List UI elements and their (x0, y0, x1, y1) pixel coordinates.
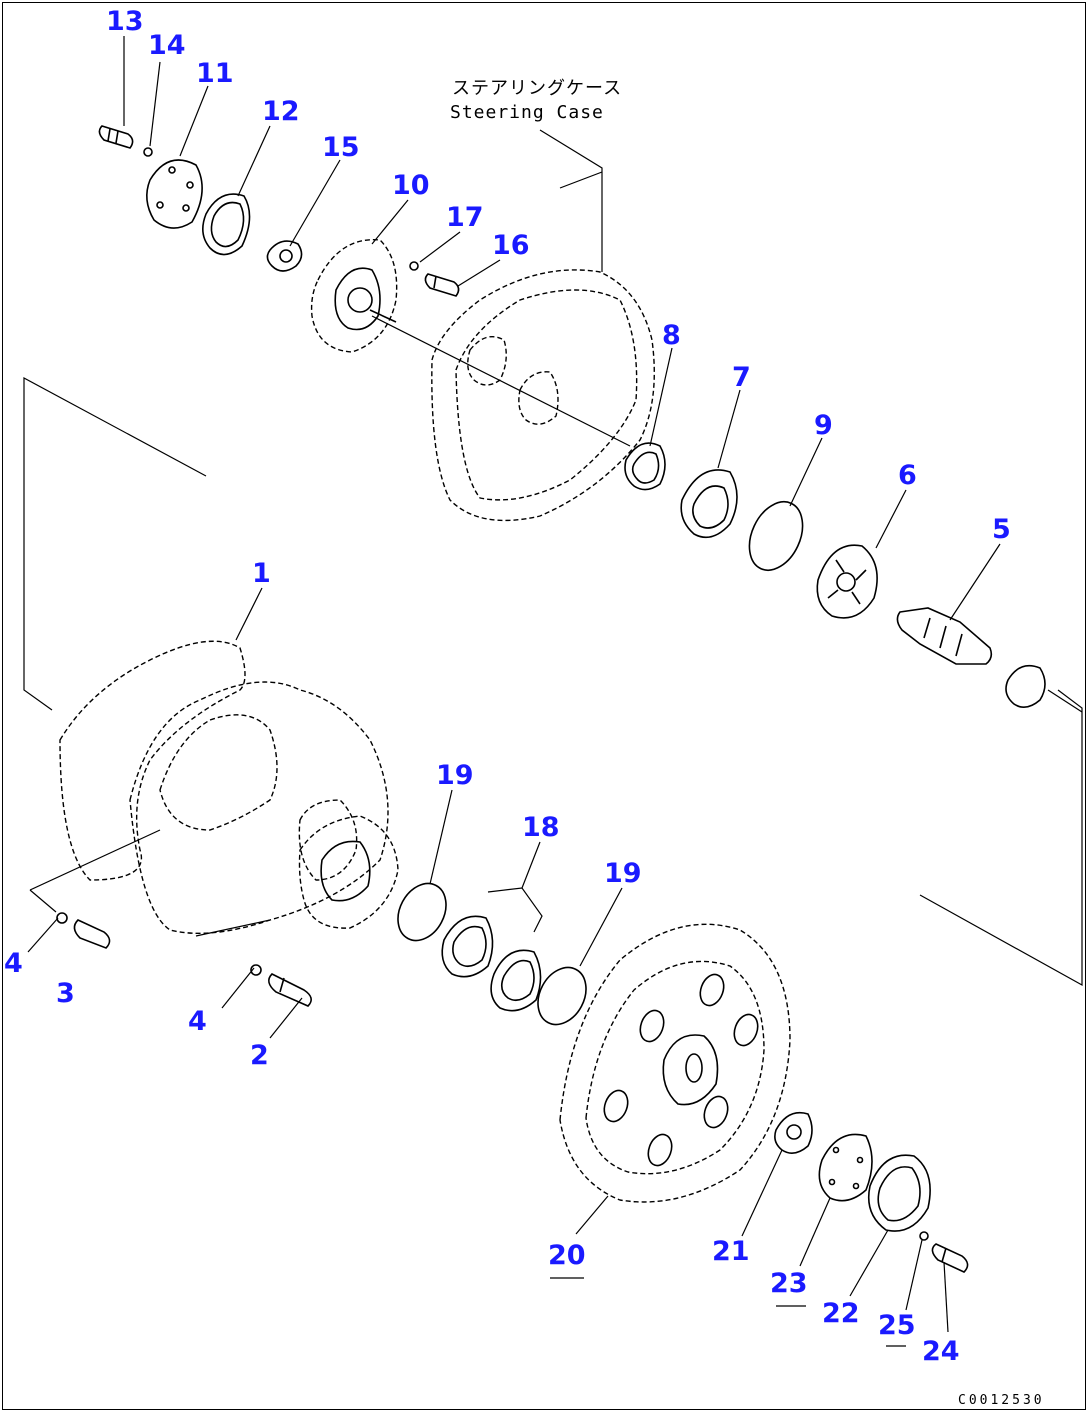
callout-6: 6 (898, 460, 917, 491)
part-18-floating-seal (441, 887, 543, 1012)
part-23-shim (818, 1133, 873, 1202)
part-end-nut (1005, 664, 1083, 713)
callout-9: 9 (814, 410, 833, 441)
callout-labels: 13 14 11 12 15 10 17 16 8 7 9 6 5 1 19 1… (4, 6, 1011, 1367)
part-15-spacer (266, 240, 303, 272)
callout-1: 1 (252, 558, 271, 589)
part-22-cover (867, 1154, 931, 1232)
callout-10: 10 (392, 170, 430, 201)
callout-19b: 19 (604, 858, 642, 889)
part-4-washer-center (250, 964, 262, 976)
callout-20: 20 (548, 1240, 586, 1271)
assembly-bracket-left (23, 376, 207, 711)
part-9-o-ring (748, 501, 804, 571)
part-3-bolt (73, 919, 111, 949)
callout-22: 22 (822, 1298, 860, 1329)
assembly-bracket-right (919, 689, 1083, 987)
callout-12: 12 (262, 96, 300, 127)
part-14-washer (143, 147, 153, 157)
upper-axis-line (371, 315, 631, 447)
callout-17: 17 (446, 202, 484, 233)
part-7-bearing (680, 469, 738, 539)
callout-3: 3 (56, 978, 75, 1009)
steering-case-housing (431, 269, 655, 522)
part-8-seal (624, 442, 666, 491)
part-20-sprocket (559, 923, 791, 1203)
part-4-washer-left (56, 912, 68, 924)
callout-23: 23 (770, 1268, 808, 1299)
callout-2: 2 (250, 1040, 269, 1071)
steering-case-leader (539, 129, 603, 272)
part-12-gasket (202, 193, 251, 256)
part-19-o-ring-b (537, 966, 587, 1026)
part-13-bolt (98, 125, 134, 149)
callout-14: 14 (148, 30, 186, 61)
callout-15: 15 (322, 132, 360, 163)
callout-18: 18 (522, 812, 560, 843)
part-2-bolt (268, 973, 312, 1007)
part-5-shaft (896, 607, 993, 665)
part-6-hub (816, 544, 878, 619)
callout-4-left: 4 (4, 948, 23, 979)
part-24-bolt (931, 1243, 969, 1273)
main-housing (129, 681, 389, 935)
part-17-washer (409, 261, 419, 271)
callout-19a: 19 (436, 760, 474, 791)
drawing-code: C0012530 (958, 1393, 1045, 1408)
callout-25: 25 (878, 1310, 916, 1341)
callout-11: 11 (196, 58, 234, 89)
sprocket-hub (298, 815, 399, 929)
callout-24: 24 (922, 1336, 960, 1367)
part-19-o-ring-a (397, 882, 447, 942)
leader-lines (27, 36, 1001, 1347)
part-16-bolt (424, 273, 460, 297)
part-1-gasket (59, 640, 246, 881)
part-21-washer (774, 1111, 813, 1154)
part-10-cage (310, 238, 398, 353)
callout-13: 13 (106, 6, 144, 37)
callout-21: 21 (712, 1236, 750, 1267)
part-25-washer (919, 1231, 929, 1241)
callout-5: 5 (992, 514, 1011, 545)
callout-16: 16 (492, 230, 530, 261)
callout-4-center: 4 (188, 1006, 207, 1037)
part-11-cover (146, 159, 203, 229)
steering-case-label-en: Steering Case (450, 102, 604, 123)
steering-case-label-jp: ステアリングケース (452, 78, 622, 99)
callout-7: 7 (732, 362, 751, 393)
callout-8: 8 (662, 320, 681, 351)
